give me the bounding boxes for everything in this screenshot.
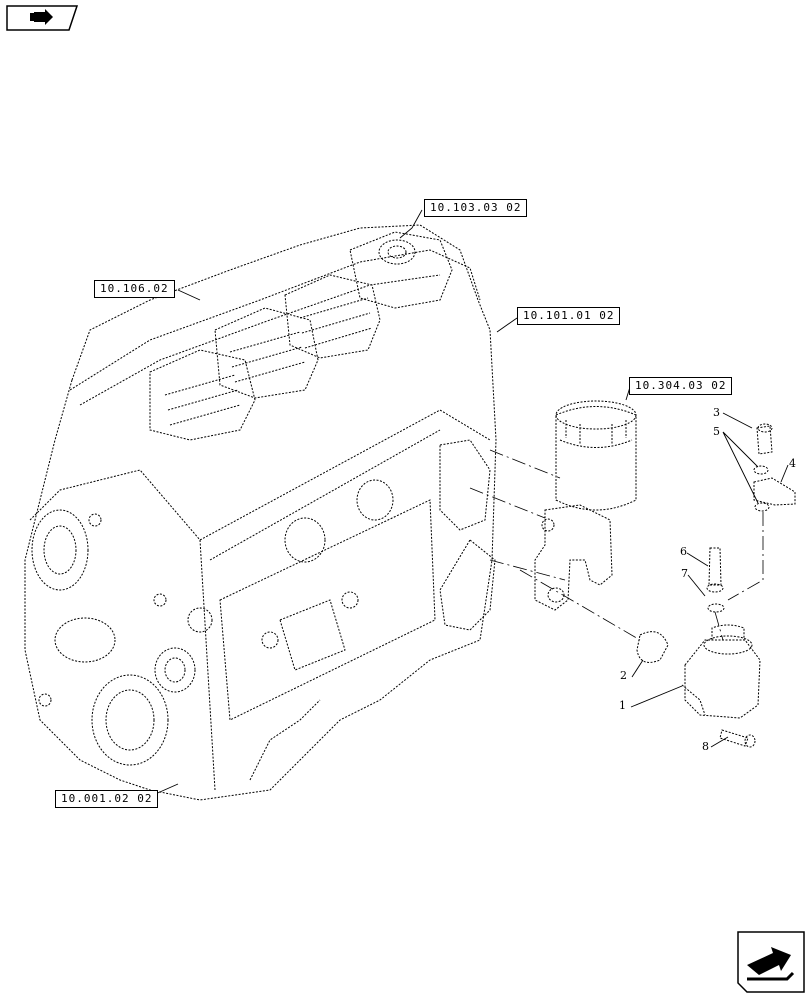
stud-bolt [708,547,722,586]
valve-cover-1 [149,349,256,441]
valve-cover-2 [214,307,319,399]
pump-bolt [719,729,749,747]
banjo-bolt [756,425,773,455]
reference-crankcase[interactable]: 10.101.01 02 [517,307,621,325]
callout-5[interactable]: 5 [713,425,720,438]
banjo-fitting [753,477,796,506]
reference-engine-block[interactable]: 10.001.02 02 [55,790,159,808]
valve-cover-3 [284,274,381,359]
callout-6[interactable]: 6 [680,545,687,558]
callout-8[interactable]: 8 [702,740,709,753]
callout-1[interactable]: 1 [619,699,626,712]
reference-cylinder-head[interactable]: 10.103.03 02 [424,199,528,217]
reference-valve-cover[interactable]: 10.106.02 [94,280,175,298]
oil-filter [555,406,637,511]
engine-block-outline [24,224,497,801]
fuel-pump [684,639,761,719]
back-arrow-icon[interactable] [6,5,79,31]
callout-3[interactable]: 3 [713,406,720,419]
callout-2[interactable]: 2 [620,669,627,682]
filter-head [534,504,613,611]
gasket [636,631,669,663]
next-page-icon[interactable] [737,931,805,993]
callout-4[interactable]: 4 [789,457,796,470]
reference-oil-filter[interactable]: 10.304.03 02 [629,377,733,395]
valve-cover-4 [349,231,453,309]
callout-7[interactable]: 7 [681,567,688,580]
